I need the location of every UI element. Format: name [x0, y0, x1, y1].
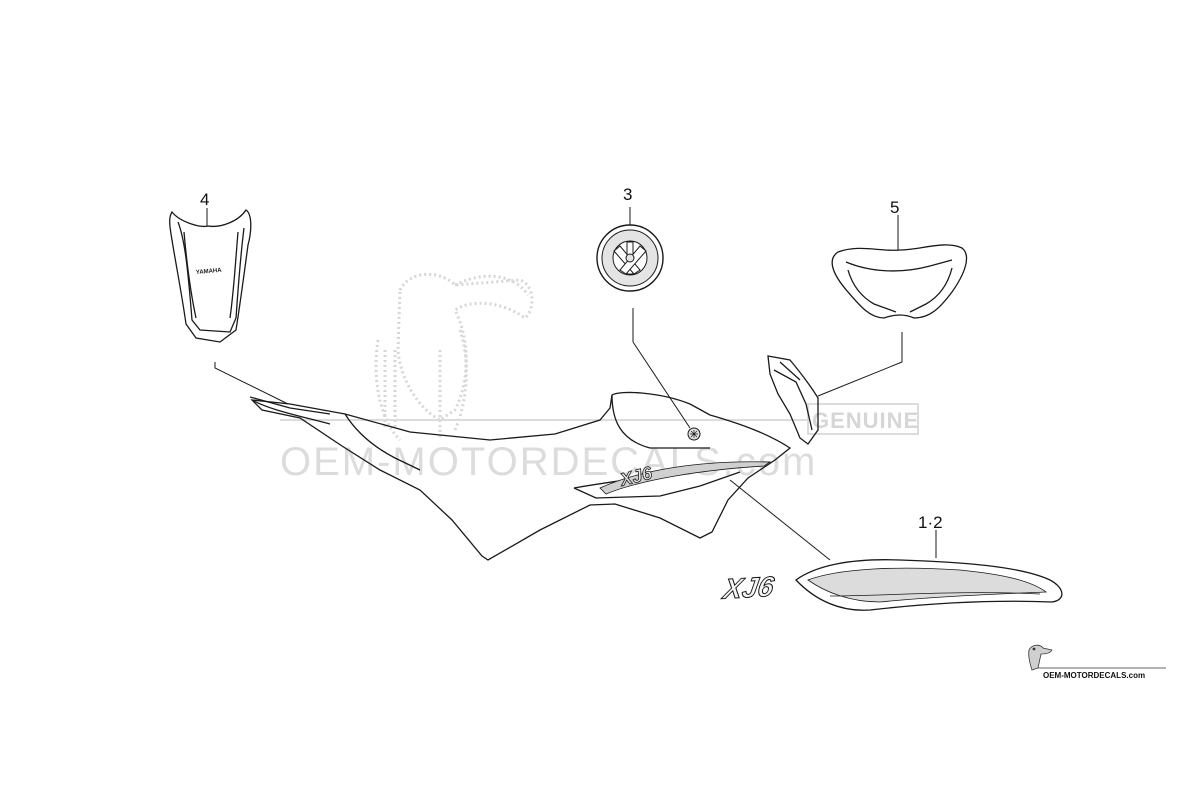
callout-4: 4 — [200, 190, 209, 209]
leader-1-2 — [729, 479, 831, 561]
leader-5 — [817, 332, 903, 397]
part-5-headlight-cover — [831, 244, 968, 319]
part-3-emblem — [596, 224, 664, 292]
assembly-emblem-icon — [687, 427, 701, 441]
callout-3: 3 — [623, 185, 632, 204]
leader-lines — [206, 207, 937, 561]
side-decal-logo-text: XJ6 — [719, 570, 776, 605]
toucan-icon — [1028, 644, 1053, 671]
watermark-badge: GENUINE — [812, 408, 919, 433]
site-logo: OEM-MOTORDECALS.com — [1028, 644, 1166, 680]
part-1-2-side-decal: XJ6 — [719, 559, 1063, 611]
tank-pad-logo-text: YAMAHA — [196, 268, 223, 276]
toucan-watermark-icon — [374, 272, 534, 442]
part-4-tank-pad — [169, 209, 252, 343]
callout-1-2: 1·2 — [918, 513, 943, 532]
leader-4 — [214, 362, 289, 405]
callout-5: 5 — [890, 198, 899, 217]
logo-text: OEM-MOTORDECALS.com — [1043, 671, 1145, 680]
watermark: OEM-MOTORDECALS.com GENUINE — [280, 272, 919, 484]
yamaha-tuning-fork-icon — [612, 240, 648, 276]
leader-3 — [632, 341, 691, 429]
cowl-side-piece — [767, 355, 819, 445]
